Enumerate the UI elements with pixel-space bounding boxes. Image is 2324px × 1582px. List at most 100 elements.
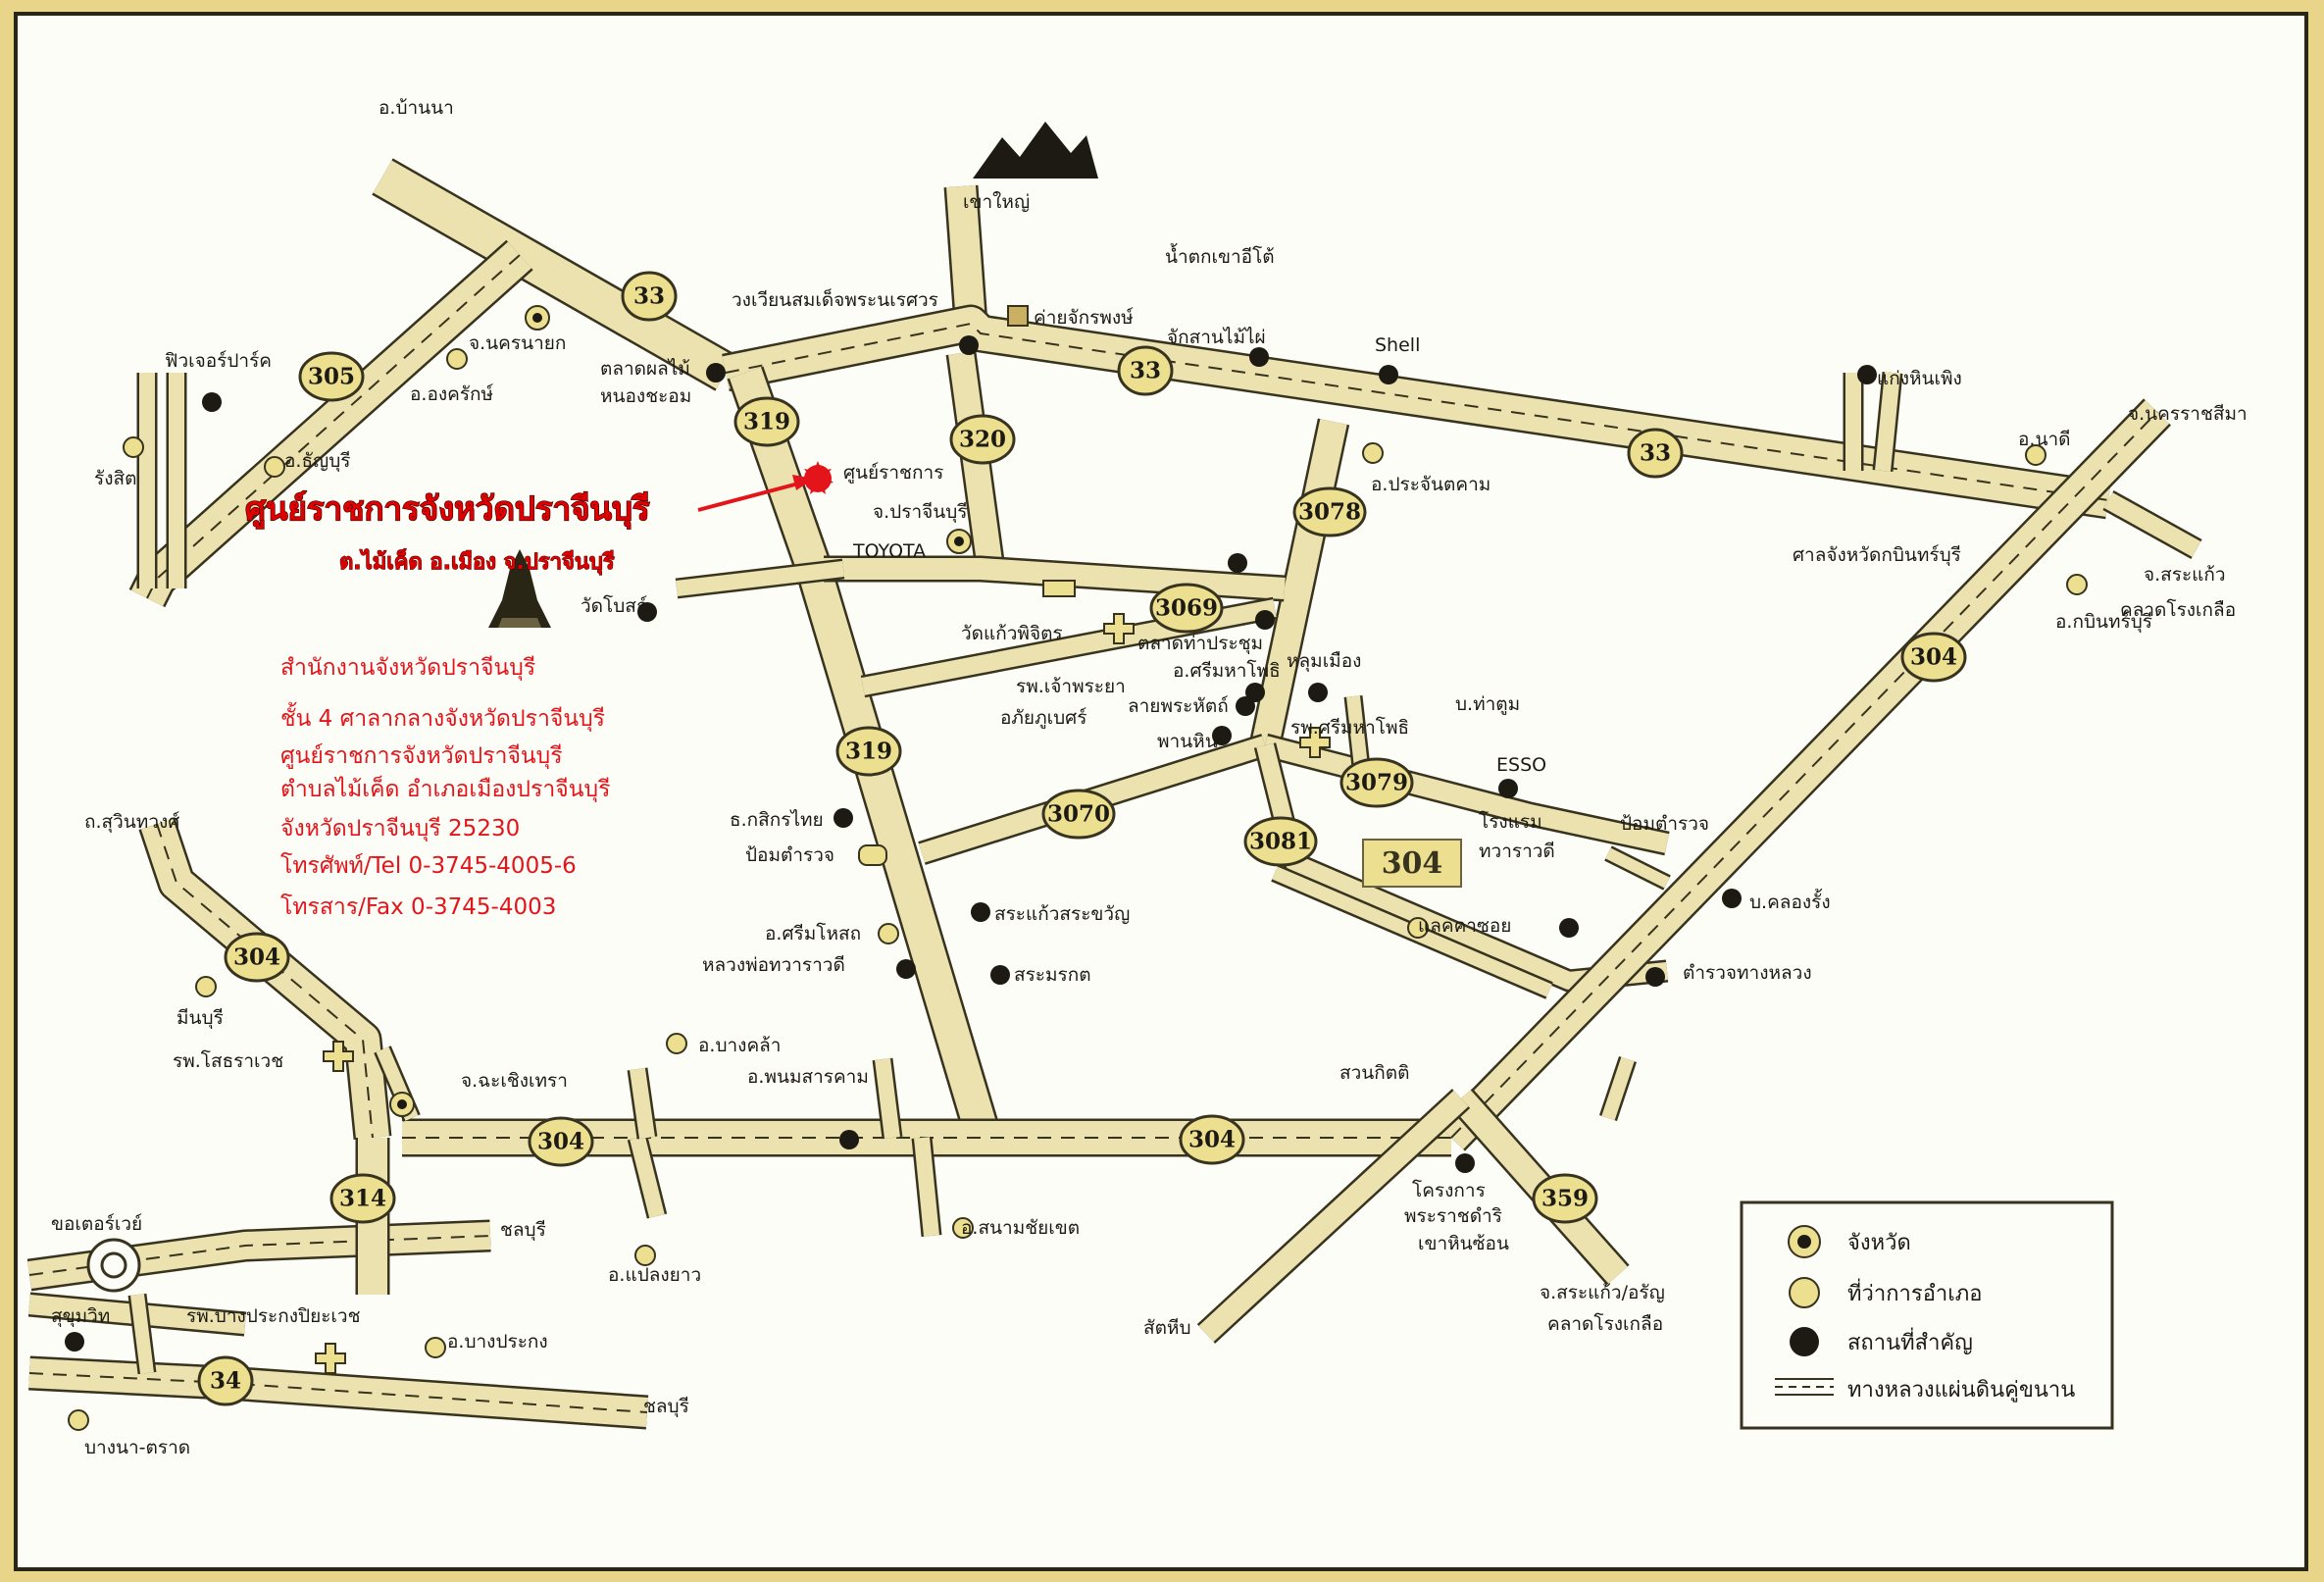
road-fill [914,1137,939,1237]
district-office-dot [952,1217,974,1239]
place-label: วัดโบสถ์ [581,594,647,617]
office-line: ตำบลไม้เค็ด อำเภอเมืองปราจีนบุรี [280,774,610,802]
place-label: ทวาราวดี [1479,841,1555,862]
route-number: 319 [743,409,790,435]
place-label: ค่ายจักรพงษ์ [1034,307,1134,329]
road-fill [946,184,985,326]
road-centerline [146,254,521,599]
road-fill [630,1136,665,1218]
hospital-cross-icon [323,1041,354,1072]
landmark-dot [959,335,979,355]
place-label: สระมรกต [1014,964,1091,986]
place-labels: อ.บ้านนา เขาใหญ่ วงเวียนสมเด็จพระนเรศวร … [51,97,2248,1458]
road-centerline [1450,411,2158,1139]
route-number: 3078 [1298,499,1361,526]
place-label: อ.สนามชัยเขต [961,1217,1080,1239]
place-label: แก่งหินเพิง [1877,368,1962,389]
route-number: 3070 [1047,801,1110,828]
place-label: TOYOTA [852,540,926,562]
place-label: ตำรวจทางหลวง [1683,962,1812,984]
place-label: บ.ท่าตูม [1455,693,1520,715]
office-info: สำนักงานจังหวัดปราจีนบุรี ชั้น 4 ศาลากลา… [280,655,610,920]
landmark-dot [1255,610,1275,630]
place-label: เขาหินซ้อน [1418,1233,1509,1254]
office-line: ชั้น 4 ศาลากลางจังหวัดปราจีนบุรี [280,702,605,732]
place-label: คลาดโรงเกลือ [2120,598,2236,621]
place-label: ป้อมตำรวจ [1620,813,1709,835]
route-shield: 319 [733,396,800,447]
province-dot [389,1092,415,1117]
route-shield: 359 [1532,1173,1598,1224]
route-shield: 304 [1179,1114,1245,1165]
landmark-dot [1645,967,1665,987]
route-shield: 314 [329,1173,396,1224]
route-number: 359 [1541,1186,1589,1212]
place-label: รพ.ศรีมหาโพธิ [1290,716,1409,739]
landmark-dot [1379,365,1398,384]
route-number: 33 [1130,358,1161,384]
route-number: 3081 [1249,829,1312,855]
landmark-dot [1228,553,1247,573]
landmark-dot [1308,683,1328,702]
place-label: บางนา-ตราด [84,1437,190,1458]
legend-district-office: ที่ว่าการอำเภอ [1847,1278,1983,1306]
place-label: แลคคาซอย [1418,915,1511,937]
road-fill [824,558,1286,599]
place-label: หลุมเมือง [1287,650,1361,673]
landmark-dot [1249,347,1269,367]
district-office-dot [195,976,217,997]
landmark-dot [971,902,990,922]
landmark-dot [1857,365,1877,384]
place-label: อ.ธัญบุรี [284,450,351,473]
route-number: 33 [633,283,665,310]
hospital-cross-icon [1299,727,1331,758]
road-fill [130,1294,154,1374]
route-shields: 3333333053193203078306931930703081307930… [197,271,1967,1406]
place-label: จ.สระแก้ว [2144,564,2226,586]
hospital-cross-icon [1103,613,1135,644]
place-label: คลาดโรงเกลือ [1547,1312,1663,1335]
district-office-dot [1362,442,1384,464]
place-label: ฟิวเจอร์ปาร์ค [165,350,272,372]
place-label: วงเวียนสมเด็จพระนเรศวร [732,287,938,311]
route-number: 3069 [1155,595,1218,622]
road-fill [630,1067,655,1140]
place-label: จ.นครนายก [469,332,566,354]
landmark-dot [706,363,726,383]
route-shield: 33 [1117,345,1174,396]
place-label: จ.นครราชสีมา [2128,403,2248,425]
district-office-dot [123,436,144,458]
office-line: สำนักงานจังหวัดปราจีนบุรี [280,655,535,681]
place-label: โครงการ [1412,1179,1486,1201]
place-label: ศาลจังหวัดกบินทร์บุรี [1793,544,1961,567]
place-label: รังสิต [94,468,136,489]
route-number: 304 [233,944,280,971]
place-label: จักสานไม้ไผ่ [1167,327,1266,348]
route-number: 305 [308,364,355,390]
route-number: 314 [339,1186,386,1212]
highlight-title: ศูนย์ราชการจังหวัดปราจีนบุรี [245,489,650,530]
highlight-subtitle: ต.ไม้เค็ด อ.เมือง จ.ปราจีนบุรี [339,547,615,576]
svg-text:304: 304 [1382,846,1443,881]
district-office-dot [666,1033,687,1054]
route-shield: 304 [1900,632,1967,683]
legend-landmark: สถานที่สำคัญ [1847,1327,1973,1355]
route-shield: 304 [528,1116,594,1167]
route-shield: 304 [224,932,290,983]
place-label: อ.บ้านนา [379,97,454,119]
road-fill [1605,847,1670,889]
place-label: พานหิน [1157,731,1218,752]
road-centerline [725,322,2109,501]
route-shield: 3079 [1339,757,1414,808]
route-number: 304 [1910,644,1957,671]
place-label: ลายพระหัตถ์ [1128,695,1229,717]
place-label: ชลบุรี [500,1219,546,1242]
place-label: ตลาดผลไม้ [600,358,690,380]
province-dot [946,529,972,554]
place-label: อ.กบินทร์บุรี [2055,611,2152,634]
camp-marker [1007,305,1029,327]
route-shield: 33 [1627,428,1684,479]
district-office-dot [1407,917,1429,939]
mountain-icon [973,122,1098,179]
